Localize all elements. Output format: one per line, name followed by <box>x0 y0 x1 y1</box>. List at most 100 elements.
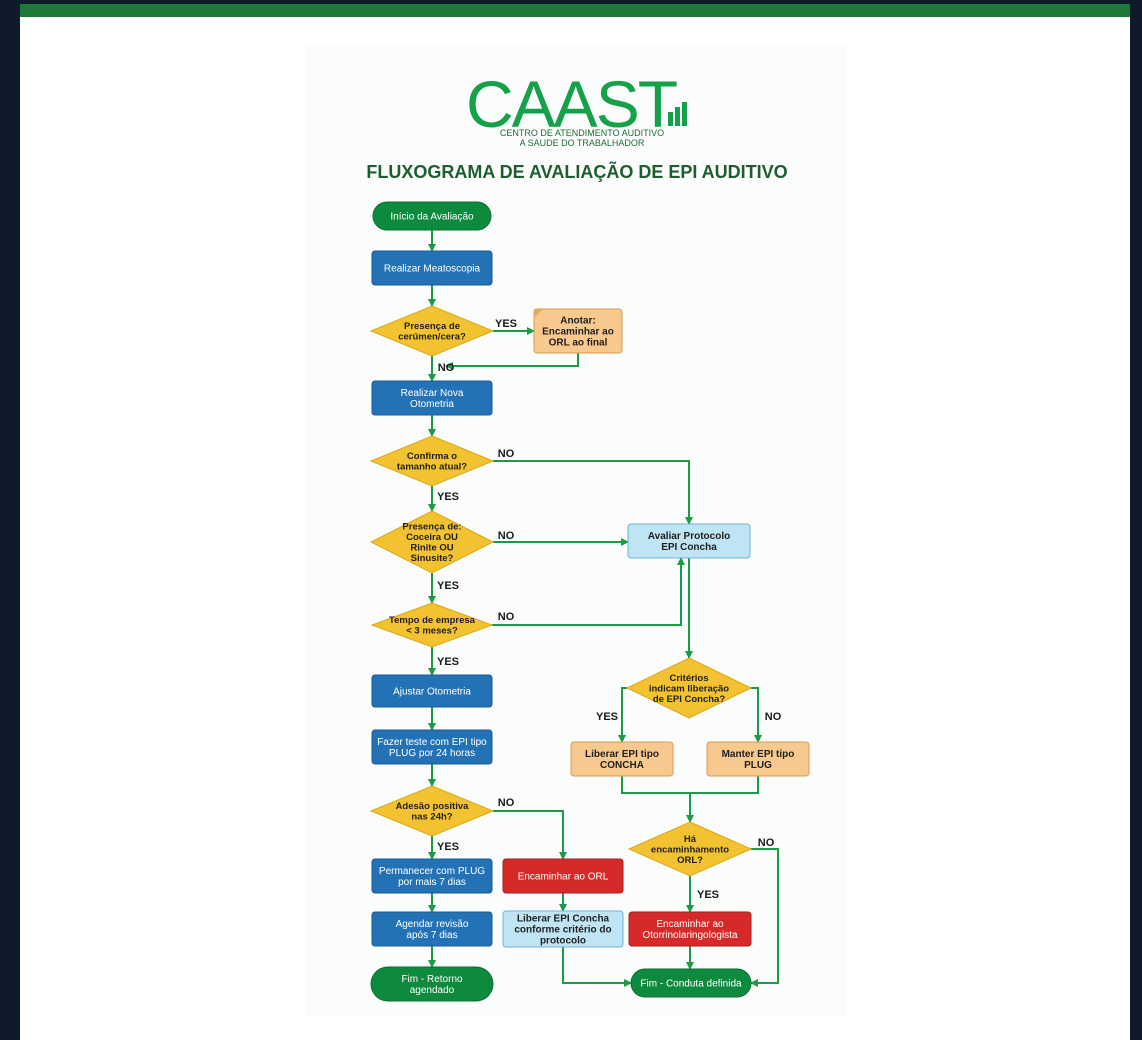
ajustar-otometria-node-label: Ajustar Otometria <box>393 687 471 698</box>
adesao-decision-label: Adesão positiva <box>396 801 470 812</box>
criterios-decision-label: Critérios <box>669 673 708 684</box>
teste-plug-node-label: Fazer teste com EPI tipo <box>377 737 487 748</box>
coceira-decision-label: Presença de: <box>402 522 461 533</box>
permanecer-plug-node-label: por mais 7 dias <box>398 877 466 888</box>
yes-edge-label: YES <box>437 841 459 853</box>
connector-arrow <box>492 557 685 626</box>
teste-plug-node-label: PLUG por 24 horas <box>389 748 475 759</box>
criterios-decision-label: indicam liberação <box>649 683 729 694</box>
nova-otometria-node-label: Realizar Nova <box>401 388 464 399</box>
fim-retorno-node-label: agendado <box>410 985 455 996</box>
liberar-protocolo-node-label: protocolo <box>540 936 586 947</box>
no-edge-label: NO <box>498 530 515 542</box>
liberar-concha-node-label: Liberar EPI tipo <box>585 749 659 760</box>
tempo-decision: Tempo de empresa< 3 meses? <box>370 602 494 648</box>
no-edge-label: NO <box>758 837 775 849</box>
agendar-revisao-node-label: Agendar revisão <box>396 919 469 930</box>
page-title: FLUXOGRAMA DE AVALIAÇÃO DE EPI AUDITIVO <box>366 161 787 182</box>
tempo-decision-label: Tempo de empresa <box>389 615 476 626</box>
fim-conduta-node-label: Fim - Conduta definida <box>640 979 742 990</box>
fim-retorno-node-label: Fim - Retorno <box>401 974 463 985</box>
no-edge-label: NO <box>498 611 515 623</box>
meatoscopia-node: Realizar Meatoscopia <box>371 250 493 286</box>
anotar-note-label: ORL ao final <box>549 338 608 349</box>
logo-bars-icon <box>668 102 687 126</box>
yes-edge-label: YES <box>437 491 459 503</box>
no-edge-label: NO <box>765 711 782 723</box>
encaminhamento-decision-label: Há <box>684 834 697 845</box>
permanecer-plug-node-label: Permanecer com PLUG <box>379 866 485 877</box>
cerumen-decision-label: Presença de <box>404 321 460 332</box>
connector-arrow <box>562 947 632 987</box>
avaliar-concha-node-label: Avaliar Protocolo <box>648 531 730 542</box>
connector-arrow <box>445 353 579 370</box>
start-node: Início da Avaliação <box>372 201 492 231</box>
liberar-protocolo-node-label: Liberar EPI Concha <box>517 914 610 925</box>
logo-wordmark: CAAST <box>466 67 677 141</box>
coceira-decision-label: Sinusite? <box>411 553 454 564</box>
no-edge-label: NO <box>498 448 515 460</box>
yes-edge-label: YES <box>495 318 517 330</box>
tamanho-decision-label: tamanho atual? <box>397 462 467 473</box>
encaminhar-otorrino-node-label: Encaminhar ao <box>656 919 724 930</box>
encaminhar-orl-node-label: Encaminhar ao ORL <box>518 872 609 883</box>
start-node-label: Início da Avaliação <box>390 212 474 223</box>
edge-labels: YES NO NO YES NO YES NO YES YES NO NO YES NO YES <box>437 318 782 901</box>
agendar-revisao-node-label: após 7 dias <box>406 930 457 941</box>
logo-subtitle-1: CENTRO DE ATENDIMENTO AUDITIVO <box>500 128 664 138</box>
no-edge-label: NO <box>498 797 515 809</box>
encaminhar-orl-node: Encaminhar ao ORL <box>502 858 624 894</box>
yes-edge-label: YES <box>437 656 459 668</box>
avaliar-concha-node-label: EPI Concha <box>661 542 717 553</box>
yes-edge-label: YES <box>596 711 618 723</box>
criterios-decision-label: de EPI Concha? <box>653 694 726 705</box>
caast-logo: CAAST CENTRO DE ATENDIMENTO AUDITIVO A S… <box>466 67 687 148</box>
anotar-note-label: Anotar: <box>560 316 596 327</box>
yes-edge-label: YES <box>697 889 719 901</box>
meatoscopia-node-label: Realizar Meatoscopia <box>384 264 481 275</box>
tamanho-decision-label: Confirma o <box>407 451 457 462</box>
yes-edge-label: YES <box>437 580 459 592</box>
no-edge-label: NO <box>438 362 455 374</box>
adesao-decision-label: nas 24h? <box>411 812 452 823</box>
coceira-decision-label: Coceira OU <box>406 532 458 543</box>
connector-arrow <box>618 687 627 743</box>
connector-arrow <box>493 810 567 860</box>
connector-arrow <box>751 687 762 743</box>
encaminhamento-decision-label: encaminhamento <box>651 844 729 855</box>
manter-plug-node-label: Manter EPI tipo <box>722 749 795 760</box>
logo-subtitle-2: A SAUDE DO TRABALHADOR <box>520 138 645 148</box>
encaminhamento-decision-label: ORL? <box>677 855 703 866</box>
nova-otometria-node-label: Otometria <box>410 399 454 410</box>
liberar-protocolo-node-label: conforme critério do <box>514 925 611 936</box>
fim-conduta-node: Fim - Conduta definida <box>630 968 752 998</box>
connector-arrow <box>493 460 693 525</box>
tempo-decision-label: < 3 meses? <box>406 626 458 637</box>
top-accent-bar <box>20 4 1130 17</box>
manter-plug-node-label: PLUG <box>744 760 772 771</box>
ajustar-otometria-node: Ajustar Otometria <box>371 674 493 708</box>
cerumen-decision-label: cerúmen/cera? <box>398 332 466 343</box>
encaminhar-otorrino-node-label: Otorrinolaringologista <box>642 930 737 941</box>
liberar-concha-node-label: CONCHA <box>600 760 644 771</box>
connectors <box>428 230 779 987</box>
